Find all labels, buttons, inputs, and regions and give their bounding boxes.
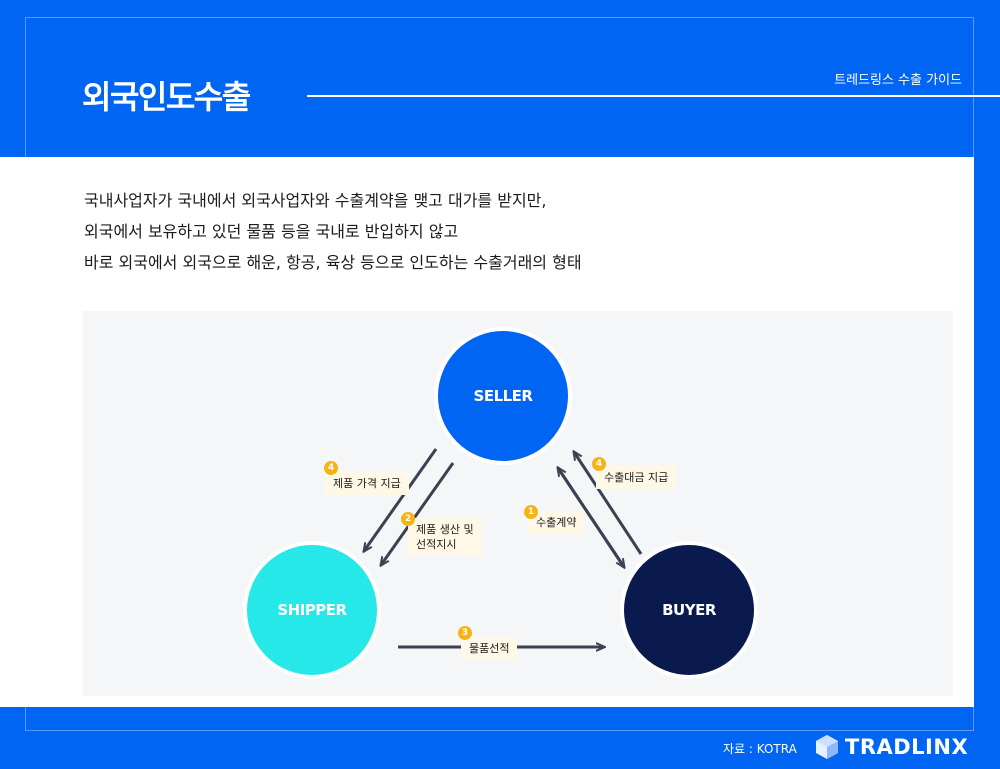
seller-node — [434, 327, 572, 465]
arrow-price-payment — [364, 448, 438, 551]
step-price-payment-badge: 4 — [324, 461, 338, 475]
guide-label: 트레드링스 수출 가이드 — [834, 73, 962, 88]
step-shipment-label: 물품선적 — [469, 642, 510, 655]
step-contract-badge: 1 — [524, 505, 538, 519]
step-export-payment-tag: 수출대금 지급 — [596, 466, 677, 489]
step-export-payment-badge: 4 — [592, 457, 606, 471]
step-production-label-1: 제품 생산 및 — [416, 523, 474, 536]
description-line-1: 국내사업자가 국내에서 외국사업자와 수출계약을 맺고 대가를 받지만, — [84, 191, 547, 210]
source-label: 자료 : KOTRA — [723, 742, 797, 756]
step-contract-label: 수출계약 — [536, 516, 577, 529]
description-line-2: 외국에서 보유하고 있던 물품 등을 국내로 반입하지 않고 — [84, 222, 459, 241]
step-production-tag: 제품 생산 및 선적지시 — [408, 518, 482, 556]
step-production-badge: 2 — [401, 512, 415, 526]
title-divider — [307, 95, 1000, 97]
buyer-node — [620, 541, 758, 679]
step-price-payment-label: 제품 가격 지급 — [333, 477, 401, 490]
arrow-production — [381, 462, 455, 565]
step-production-label-2: 선적지시 — [416, 538, 457, 551]
buyer-label: BUYER — [662, 601, 717, 619]
shipper-node — [243, 541, 381, 679]
page-title: 외국인도수출 — [82, 78, 251, 116]
tradlinx-logo-icon — [816, 735, 838, 759]
step-shipment-badge: 3 — [458, 626, 472, 640]
arrow-export-payment — [574, 452, 643, 555]
step-export-payment-label: 수출대금 지급 — [604, 471, 669, 484]
tradlinx-logo-text: TRADLINX — [845, 735, 969, 759]
seller-label: SELLER — [474, 387, 534, 405]
shipper-label: SHIPPER — [277, 601, 347, 619]
step-shipment-tag: 물품선적 — [461, 637, 518, 660]
footer-frame — [25, 707, 974, 731]
tradlinx-logo: TRADLINX — [815, 733, 968, 761]
step-contract-tag: 수출계약 — [528, 511, 585, 534]
description-line-3: 바로 외국에서 외국으로 해운, 항공, 육상 등으로 인도하는 수출거래의 형… — [84, 253, 582, 272]
header-frame — [25, 17, 974, 157]
step-price-payment-tag: 제품 가격 지급 — [325, 472, 409, 495]
arrow-contract-back — [558, 468, 626, 568]
description: 국내사업자가 국내에서 외국사업자와 수출계약을 맺고 대가를 받지만, 외국에… — [84, 185, 582, 278]
